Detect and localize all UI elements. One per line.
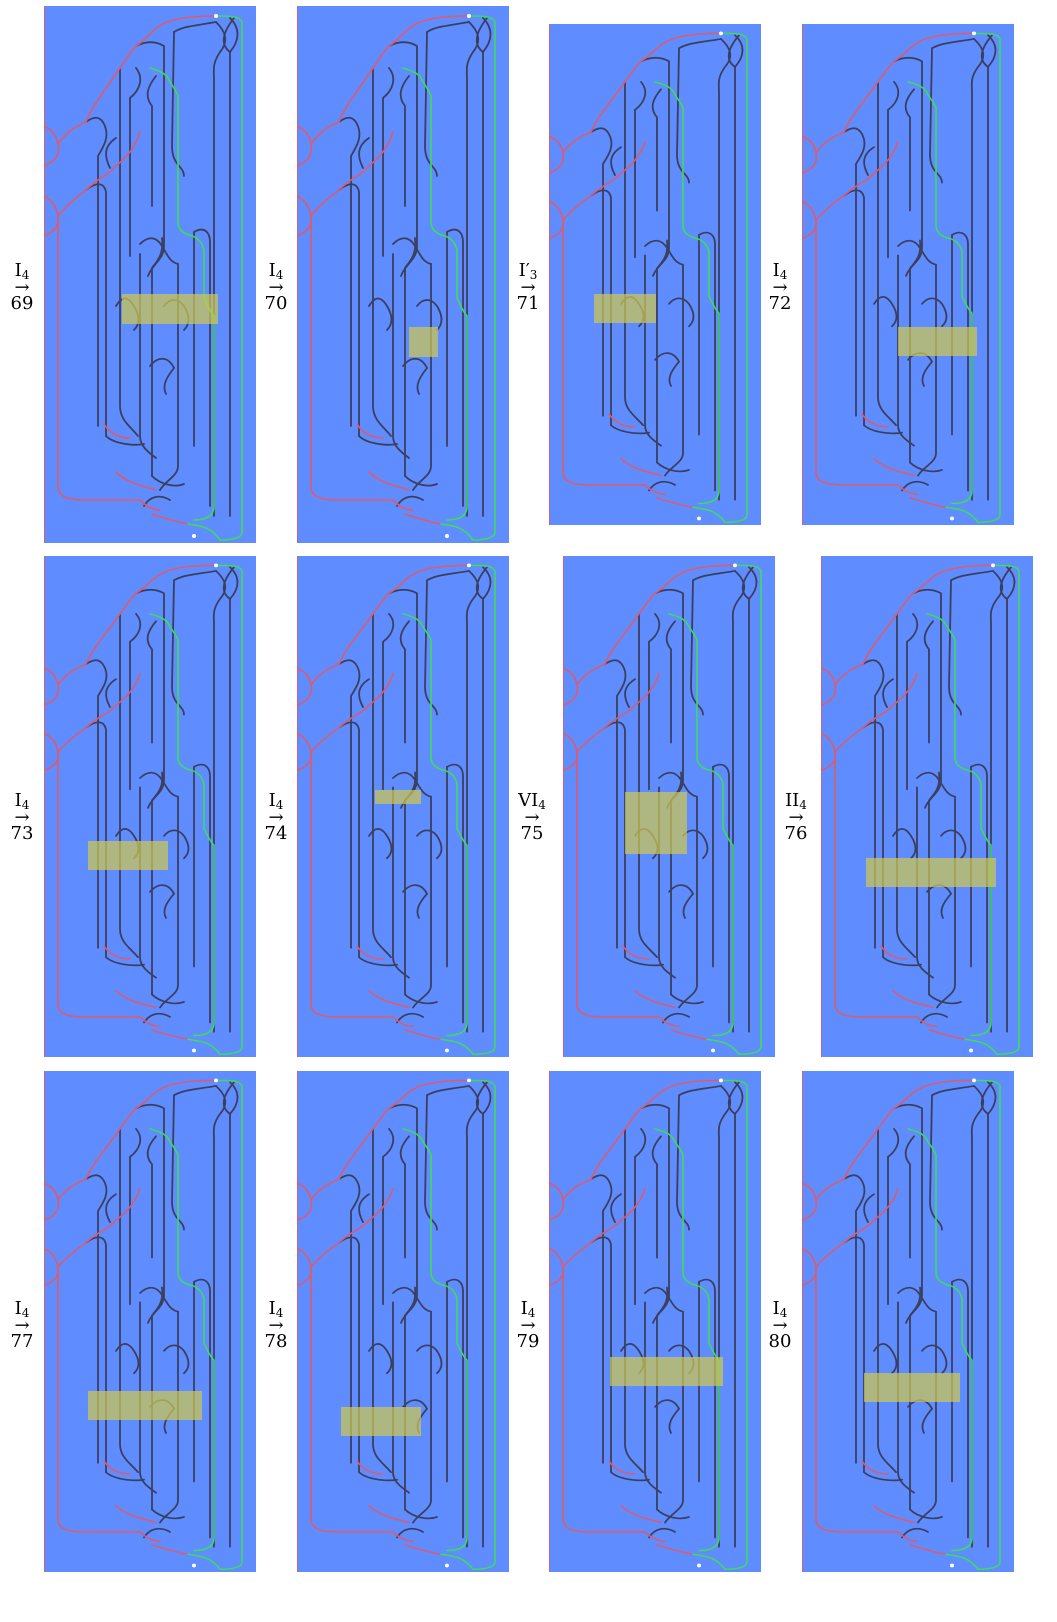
strand-diagram [44,1071,243,1572]
strand-diagram [802,1071,1001,1572]
highlight-box [341,1407,421,1436]
diagram-panel-69 [44,6,256,543]
highlight-box [375,790,421,804]
strand-diagram [297,556,496,1057]
highlight-box [866,858,996,887]
strand-diagram [297,6,496,543]
move-label-72: I4 → 72 [768,260,792,314]
strand-diagram [297,1071,496,1572]
highlight-box [409,327,438,357]
strand-diagram [549,24,748,525]
move-label-71: I′3 → 71 [516,260,540,314]
diagram-panel-72 [802,24,1014,525]
move-label-76: II4 → 76 [784,790,808,844]
move-label-70: I4 → 70 [264,260,288,314]
move-label-73: I4 → 73 [10,790,34,844]
highlight-box [625,792,687,854]
highlight-box [898,327,977,356]
strand-diagram [821,556,1020,1057]
diagram-panel-76 [821,556,1033,1057]
diagram-panel-74 [297,556,509,1057]
move-label-77: I4 → 77 [10,1298,34,1352]
highlight-box [594,294,656,323]
move-label-80: I4 → 80 [768,1298,792,1352]
diagram-panel-71 [549,24,761,525]
highlight-box [88,841,168,870]
strand-diagram [802,24,1001,525]
move-label-69: I4 → 69 [10,260,34,314]
move-label-78: I4 → 78 [264,1298,288,1352]
diagram-panel-77 [44,1071,256,1572]
highlight-box [122,294,218,324]
diagram-panel-75 [563,556,775,1057]
strand-diagram [44,6,243,543]
highlight-box [610,1357,723,1386]
diagram-panel-79 [549,1071,761,1572]
strand-diagram [549,1071,748,1572]
move-label-75: VI4 → 75 [518,790,546,844]
strand-diagram [44,556,243,1057]
diagram-panel-80 [802,1071,1014,1572]
move-label-74: I4 → 74 [264,790,288,844]
move-label-79: I4 → 79 [516,1298,540,1352]
diagram-panel-78 [297,1071,509,1572]
diagram-panel-70 [297,6,509,543]
highlight-box [88,1391,202,1420]
diagram-panel-73 [44,556,256,1057]
highlight-box [864,1373,960,1402]
